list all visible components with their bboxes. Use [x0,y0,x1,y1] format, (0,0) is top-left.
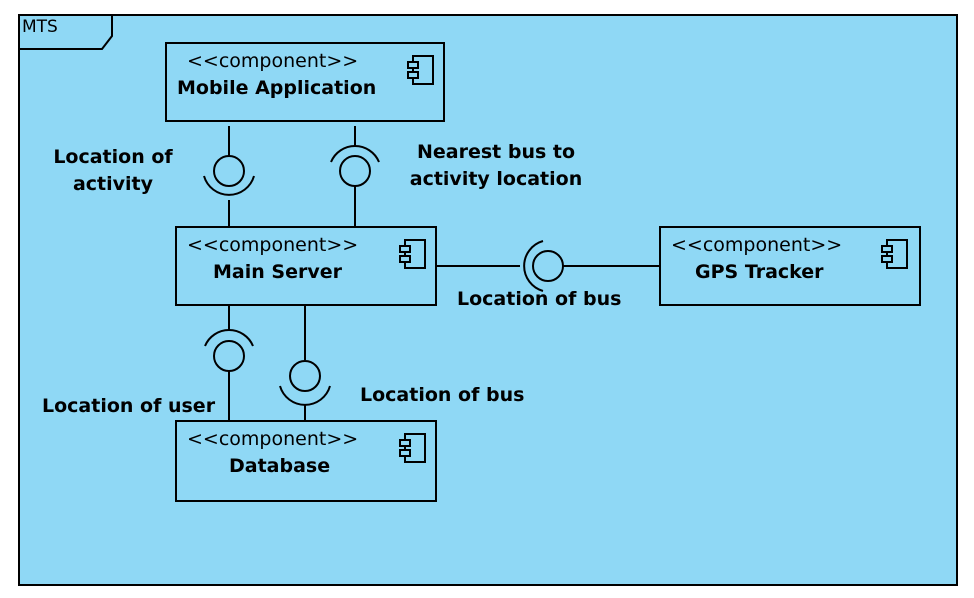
provided-interface-ball [289,360,321,392]
provided-interface-ball [213,340,245,372]
main-server-component[interactable]: <<component>> Main Server [175,226,437,306]
frame-name-tab [20,16,113,50]
frame-label: MTS [22,17,58,37]
stereotype-label: <<component>> [187,50,359,72]
gps-tracker-component[interactable]: <<component>> GPS Tracker [659,226,921,306]
label-location-of-user: Location of user [42,395,216,417]
label-location-of-activity: Location of activity [53,146,173,195]
label-location-of-bus-db: Location of bus [360,384,525,406]
component-icon [881,239,908,269]
component-icon [407,55,434,85]
provided-interface-ball [532,250,564,282]
stereotype-label: <<component>> [671,234,843,256]
label-nearest-bus: Nearest bus to activity location [409,141,583,190]
required-interface-socket [330,145,380,163]
stereotype-label: <<component>> [187,428,359,450]
required-interface-socket [203,175,255,196]
stereotype-label: <<component>> [187,234,359,256]
component-name: Main Server [213,261,342,283]
component-name: GPS Tracker [695,261,824,283]
label-location-of-bus-gps: Location of bus [457,288,622,310]
mobile-application-component[interactable]: <<component>> Mobile Application [165,42,445,122]
required-interface-socket [279,385,331,406]
required-interface-socket [523,240,544,292]
component-icon [399,433,426,463]
component-icon [399,239,426,269]
provided-interface-ball [213,155,245,187]
provided-interface-ball [339,155,371,187]
database-component[interactable]: <<component>> Database [175,420,437,502]
component-name: Mobile Application [177,77,377,99]
required-interface-socket [204,329,254,347]
component-name: Database [229,455,331,477]
